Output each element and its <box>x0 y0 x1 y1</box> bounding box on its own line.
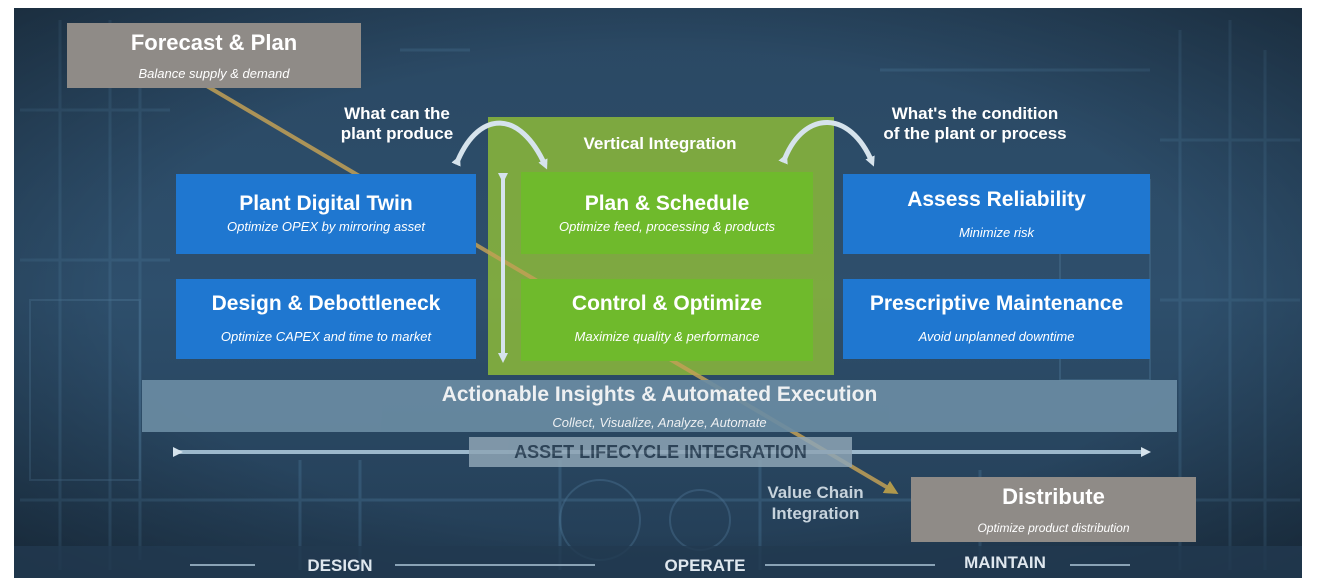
forecast-plan-subtitle: Balance supply & demand <box>138 66 290 81</box>
plan-schedule-title: Plan & Schedule <box>584 192 750 215</box>
value-chain-line2: Integration <box>771 504 860 523</box>
right-question-line1: What's the condition <box>891 104 1059 123</box>
prescriptive-maintenance-box: Prescriptive Maintenance Avoid unplanned… <box>843 279 1150 359</box>
distribute-subtitle: Optimize product distribution <box>977 521 1130 535</box>
plant-digital-twin-title: Plant Digital Twin <box>239 192 413 215</box>
right-question-line2: of the plant or process <box>883 124 1067 143</box>
left-question: What can the plant produce <box>322 104 472 144</box>
phase-operate: OPERATE <box>664 556 746 575</box>
actionable-insights-bar: Actionable Insights & Automated Executio… <box>142 380 1177 432</box>
design-debottleneck-title: Design & Debottleneck <box>211 292 441 315</box>
forecast-plan-box: Forecast & Plan Balance supply & demand <box>67 23 361 88</box>
prescriptive-maintenance-title: Prescriptive Maintenance <box>869 292 1124 315</box>
actionable-insights-title: Actionable Insights & Automated Executio… <box>441 383 878 406</box>
control-optimize-title: Control & Optimize <box>571 292 763 315</box>
plant-digital-twin-subtitle: Optimize OPEX by mirroring asset <box>227 219 425 234</box>
assess-reliability-box: Assess Reliability Minimize risk <box>843 174 1150 254</box>
prescriptive-maintenance-subtitle: Avoid unplanned downtime <box>918 329 1075 344</box>
phase-maintain: MAINTAIN <box>964 553 1046 572</box>
distribute-box: Distribute Optimize product distribution <box>911 477 1196 542</box>
phase-design: DESIGN <box>307 556 373 575</box>
plan-schedule-subtitle: Optimize feed, processing & products <box>558 219 776 234</box>
value-chain-line1: Value Chain <box>767 483 864 502</box>
plan-schedule-box: Plan & Schedule Optimize feed, processin… <box>521 172 813 254</box>
vertical-integration-label: Vertical Integration <box>583 134 737 153</box>
left-question-line1: What can the <box>344 104 450 123</box>
forecast-plan-title: Forecast & Plan <box>130 30 298 55</box>
distribute-title: Distribute <box>1002 484 1105 509</box>
plant-digital-twin-box: Plant Digital Twin Optimize OPEX by mirr… <box>176 174 476 254</box>
assess-reliability-title: Assess Reliability <box>907 188 1086 211</box>
value-chain-label: Value Chain Integration <box>743 482 888 524</box>
actionable-insights-subtitle: Collect, Visualize, Analyze, Automate <box>552 415 767 430</box>
asset-lifecycle-text: ASSET LIFECYCLE INTEGRATION <box>514 442 807 462</box>
control-optimize-subtitle: Maximize quality & performance <box>574 329 760 344</box>
left-question-line2: plant produce <box>340 124 454 143</box>
design-debottleneck-box: Design & Debottleneck Optimize CAPEX and… <box>176 279 476 359</box>
assess-reliability-subtitle: Minimize risk <box>958 225 1035 240</box>
design-debottleneck-subtitle: Optimize CAPEX and time to market <box>220 329 432 344</box>
asset-lifecycle-label: ASSET LIFECYCLE INTEGRATION <box>469 437 852 467</box>
control-optimize-box: Control & Optimize Maximize quality & pe… <box>521 279 813 361</box>
right-question: What's the condition of the plant or pro… <box>860 104 1090 144</box>
